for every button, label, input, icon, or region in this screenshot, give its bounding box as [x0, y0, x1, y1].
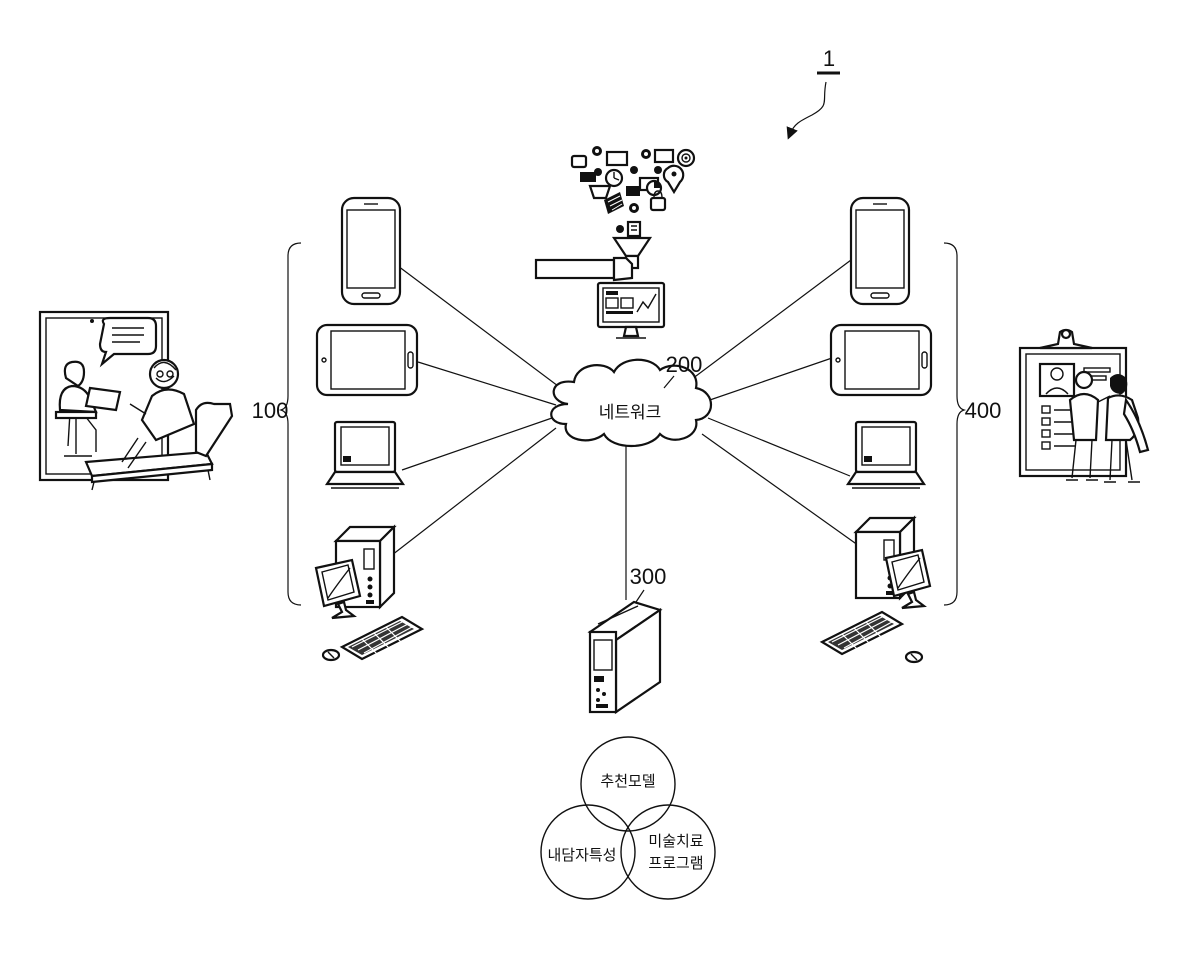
- data-funnel-icon: [536, 146, 694, 338]
- therapist-smartphone-icon: [851, 198, 909, 304]
- client-tablet-icon: [317, 325, 417, 395]
- system-ref-label: 1: [823, 46, 835, 71]
- server-ref-leader: [636, 590, 644, 602]
- network-ref-label: 200: [666, 352, 703, 377]
- presentation-board-icon: [1020, 330, 1148, 482]
- client-devices-ref-label: 100: [252, 398, 289, 423]
- client-desktop-computer-icon: [316, 527, 422, 660]
- client-devices-bracket: [281, 243, 301, 605]
- venn-label-right-line1: 미술치료: [648, 832, 703, 850]
- data-icon-cloud: [572, 146, 694, 236]
- client-smartphone-icon: [342, 198, 400, 304]
- therapist-tablet-icon: [831, 325, 931, 395]
- analysis-monitor-icon: [598, 283, 664, 338]
- network-label: 네트워크: [599, 403, 662, 423]
- therapist-devices-ref-label: 400: [965, 398, 1002, 423]
- therapist-devices-bracket: [944, 243, 964, 605]
- client-laptop-icon: [327, 422, 403, 488]
- server-tower-icon: [590, 602, 660, 712]
- therapist-desktop-computer-icon: [822, 518, 930, 662]
- venn-label-right-line2: 프로그램: [648, 854, 703, 872]
- server-ref-label: 300: [630, 564, 667, 589]
- venn-label-top: 추천모델: [600, 772, 655, 790]
- venn-label-left: 내담자특성: [547, 846, 616, 864]
- counseling-scene-icon: [40, 312, 232, 490]
- recommendation-venn-diagram: 추천모델 내담자특성 미술치료 프로그램: [541, 737, 715, 899]
- therapist-laptop-icon: [848, 422, 924, 488]
- system-ref-arrow: [790, 82, 826, 134]
